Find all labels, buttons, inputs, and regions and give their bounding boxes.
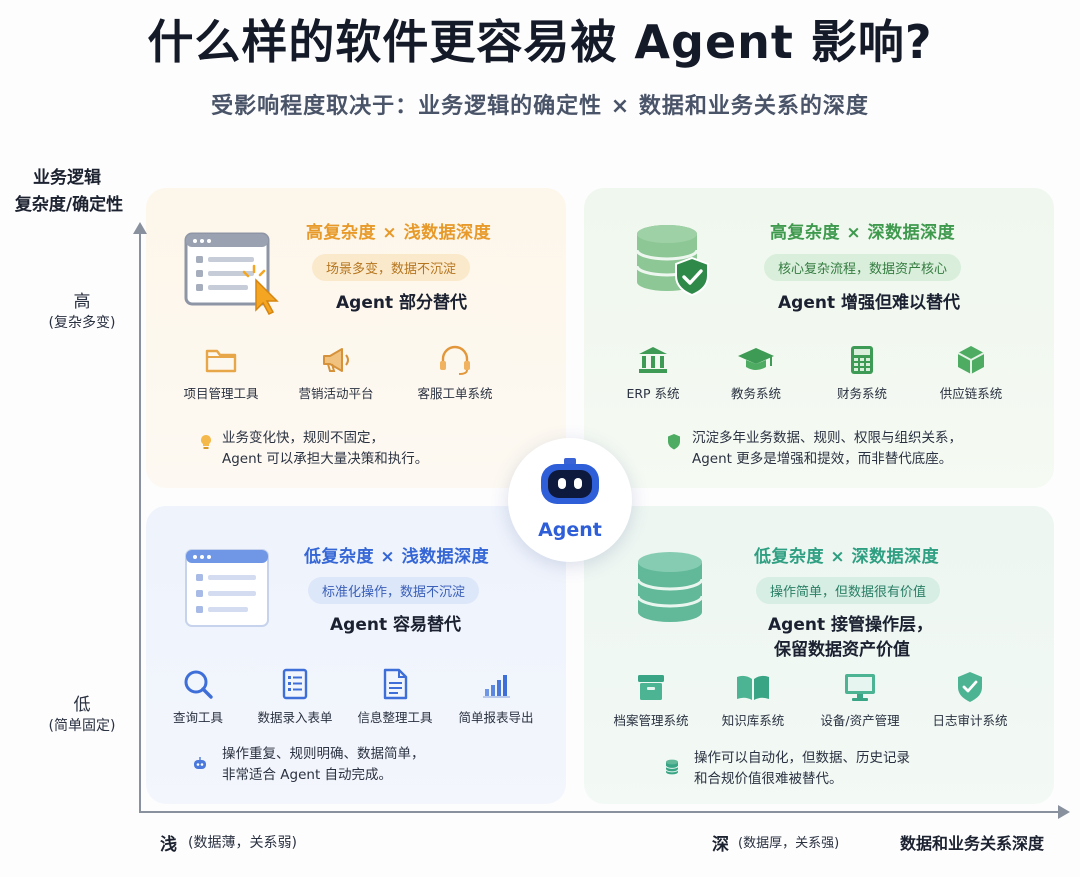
quadrant-br-tag: 操作简单，但数据很有价值 [756,577,941,604]
item-archive-system: 档案管理系统 [601,670,701,729]
quadrant-tr-headline: Agent 增强但难以替代 [778,293,961,313]
quadrant-br-note: 操作可以自动化，但数据、历史记录 和合规价值很难被替代。 [694,748,910,790]
x-axis-arrow [1058,805,1070,819]
item-asset-management: 设备/资产管理 [810,670,910,729]
quadrant-tl-title: 高复杂度 × 浅数据深度 [306,223,492,243]
quadrant-bl-tag-wrap: 标准化操作，数据不沉淀 [308,577,480,604]
y-axis-line [139,232,141,812]
x-axis-shallow-label: 浅 [160,835,177,855]
item-query-tool: 查询工具 [148,667,248,726]
document-icon [383,668,408,700]
agent-label: Agent [538,519,602,541]
item-audit-log: 日志审计系统 [920,670,1020,729]
database-icon [634,550,706,630]
search-icon [184,670,213,699]
shield-note-icon [668,434,680,450]
y-axis-high-sublabel: (复杂多变) [48,315,116,331]
quadrant-tl-note-line2: Agent 可以承担大量决策和执行。 [222,451,429,467]
database-note-icon [665,759,679,775]
item-education-system: 教务系统 [706,343,806,402]
robot-icon [541,458,599,504]
quadrant-br-note-line2: 和合规价值很难被替代。 [694,771,843,787]
megaphone-icon [323,348,349,372]
graduation-cap-icon [738,348,774,370]
quadrant-br-tag-wrap: 操作简单，但数据很有价值 [756,577,941,604]
y-axis-high-label: 高 [73,292,91,312]
bank-icon [639,347,667,373]
x-axis-deep-sublabel: (数据厚，关系强) [738,836,840,851]
headset-icon [440,345,470,375]
robot-note-icon [194,757,206,769]
calculator-icon [851,346,873,374]
page-title: 什么样的软件更容易被 Agent 影响? [147,15,933,69]
quadrant-tl-tag-wrap: 场景多变，数据不沉淀 [312,254,471,281]
lightbulb-icon [201,435,211,449]
quadrant-tl-tag: 场景多变，数据不沉淀 [312,254,471,281]
quadrant-bl-tag: 标准化操作，数据不沉淀 [308,577,480,604]
item-project-management: 项目管理工具 [171,343,271,402]
item-erp: ERP 系统 [603,343,703,402]
quadrant-bl-note-line2: 非常适合 Agent 自动完成。 [222,767,393,783]
browser-checklist-icon [184,232,284,320]
archive-box-icon [638,675,664,700]
item-customer-service: 客服工单系统 [405,343,505,402]
x-axis-title: 数据和业务关系深度 [900,834,1045,853]
x-axis-deep-label: 深 [712,835,729,855]
item-knowledge-base: 知识库系统 [703,670,803,729]
cube-icon [957,346,985,374]
quadrant-tl-note-line1: 业务变化快，规则不固定， [222,430,384,446]
x-axis-line [139,811,1059,813]
item-info-organizer: 信息整理工具 [345,667,445,726]
form-icon [282,668,308,700]
agent-badge [508,438,632,562]
quadrant-tr-note-line2: Agent 更多是增强和提效，而非替代底座。 [692,451,953,467]
quadrant-br-title: 低复杂度 × 深数据深度 [754,547,940,567]
x-axis-shallow-sublabel: (数据薄，关系弱) [188,835,297,851]
database-shield-icon [632,222,722,306]
page-subtitle: 受影响程度取决于：业务逻辑的确定性 × 数据和业务关系的深度 [211,94,869,119]
y-axis-title-line2: 复杂度/确定性 [14,195,124,215]
shield-check-icon [958,672,982,702]
quadrant-br-headline-line2: 保留数据资产价值 [774,640,910,660]
open-book-icon [737,675,769,700]
y-axis-low-label: 低 [73,695,91,715]
folder-icon [205,349,237,373]
quadrant-tl-headline: Agent 部分替代 [336,293,468,313]
quadrant-tr-title: 高复杂度 × 深数据深度 [770,223,956,243]
bar-chart-icon [483,675,510,698]
quadrant-tr-note-line1: 沉淀多年业务数据、规则、权限与组织关系， [692,430,962,446]
quadrant-tr-tag: 核心复杂流程，数据资产核心 [764,254,962,281]
quadrant-tr-tag-wrap: 核心复杂流程，数据资产核心 [764,254,962,281]
quadrant-tl-note: 业务变化快，规则不固定， Agent 可以承担大量决策和执行。 [222,428,428,470]
item-finance-system: 财务系统 [812,343,912,402]
y-axis-arrow [133,222,147,234]
monitor-icon [845,674,875,701]
item-report-export: 简单报表导出 [446,667,546,726]
quadrant-bl-headline: Agent 容易替代 [330,615,462,635]
item-data-entry-form: 数据录入表单 [245,667,345,726]
y-axis-title-line1: 业务逻辑 [33,168,101,188]
quadrant-tr-note: 沉淀多年业务数据、规则、权限与组织关系， Agent 更多是增强和提效，而非替代… [692,428,962,470]
item-marketing-platform: 营销活动平台 [286,343,386,402]
quadrant-bl-title: 低复杂度 × 浅数据深度 [304,547,490,567]
quadrant-bl-note: 操作重复、规则明确、数据简单， 非常适合 Agent 自动完成。 [222,744,425,786]
quadrant-br-note-line1: 操作可以自动化，但数据、历史记录 [694,750,910,766]
y-axis-low-sublabel: (简单固定) [48,718,116,734]
browser-list-icon [184,548,274,634]
item-supply-chain: 供应链系统 [921,343,1021,402]
quadrant-bl-note-line1: 操作重复、规则明确、数据简单， [222,746,425,762]
quadrant-br-headline-line1: Agent 接管操作层， [768,615,934,635]
